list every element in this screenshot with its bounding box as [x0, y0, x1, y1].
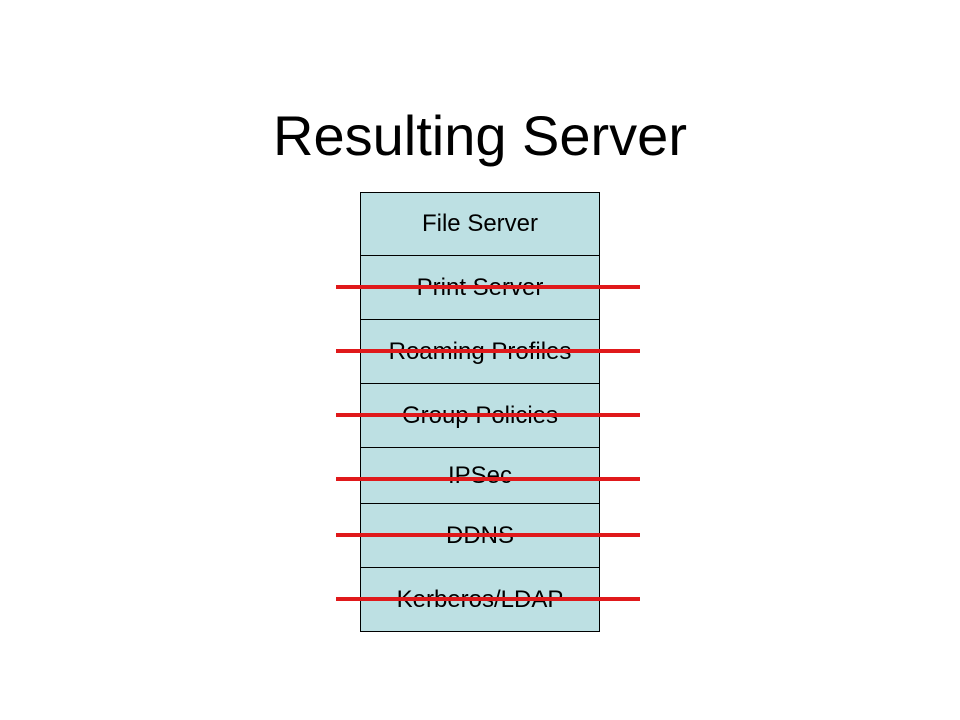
strike-line-kerberos-ldap [336, 597, 640, 601]
server-stack: File Server Print Server Roaming Profile… [360, 192, 600, 632]
strike-line-ddns [336, 533, 640, 537]
strike-line-group-policies [336, 413, 640, 417]
layer-label: File Server [421, 210, 539, 237]
layer-file-server: File Server [360, 192, 600, 256]
strike-line-roaming-profiles [336, 349, 640, 353]
slide-title: Resulting Server [273, 104, 687, 167]
layer-ipsec: IPSec [360, 448, 600, 504]
layer-label: IPSec [447, 461, 513, 489]
strike-line-print-server [336, 285, 640, 289]
strike-line-ipsec [336, 477, 640, 481]
